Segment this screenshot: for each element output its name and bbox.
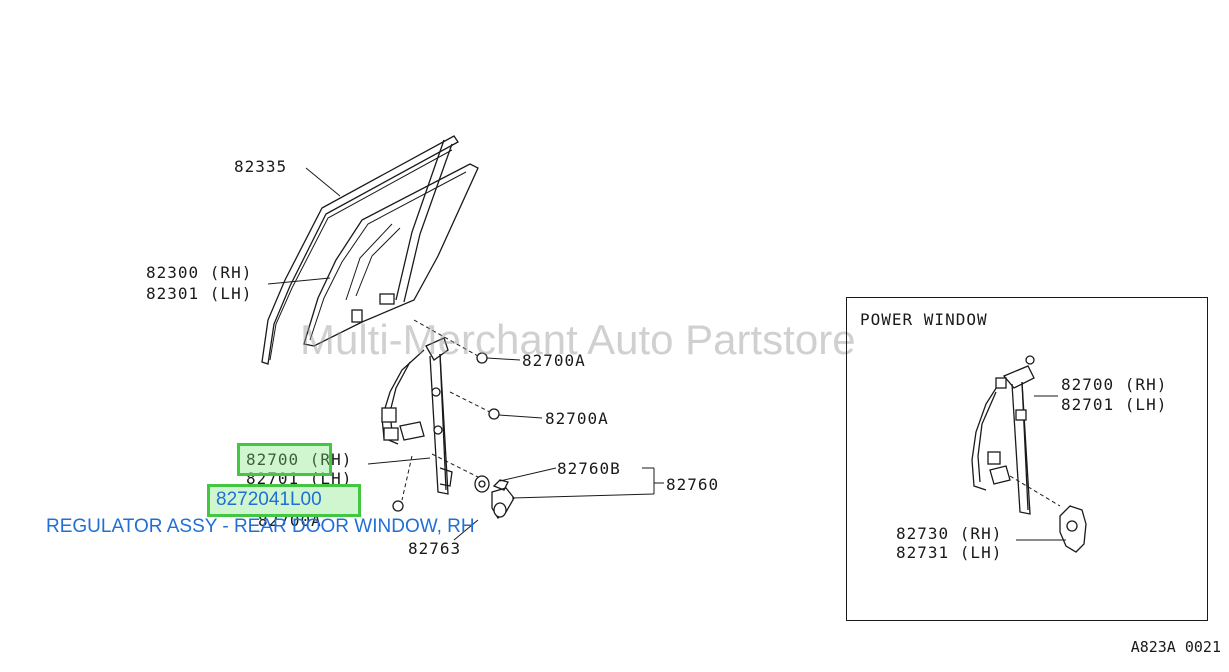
bolt-middle: [449, 391, 543, 420]
door-glass: [303, 163, 479, 347]
inset-frame: POWER WINDOW: [846, 297, 1208, 621]
inset-callout-motor-rh: 82730 (RH): [896, 524, 1002, 543]
inset-callout-motor-lh: 82731 (LH): [896, 543, 1002, 562]
part-number-link[interactable]: 8272041L00: [216, 489, 322, 510]
highlight-regulator-callout[interactable]: [237, 443, 332, 476]
window-regulator: [381, 337, 453, 495]
inset-callout-regulator-rh: 82700 (RH): [1061, 375, 1167, 394]
callout-handle: 82760: [666, 475, 719, 494]
diagram-code: A823A 0021: [1130, 638, 1221, 656]
glass-leader: [267, 277, 331, 285]
regulator-leader: [367, 457, 431, 465]
callout-bolt-upper: 82700A: [522, 351, 586, 370]
callout-washer: 82763: [408, 539, 461, 558]
part-number-highlight[interactable]: [207, 484, 361, 517]
inset-title: POWER WINDOW: [860, 310, 988, 329]
bolt-upper: [413, 319, 521, 364]
glass-run-leader: [305, 167, 341, 197]
callout-regulator-rh: 82700 (RH): [246, 450, 352, 469]
inset-power-window-regulator: [971, 355, 1087, 553]
glass-run-channel: [261, 135, 459, 365]
inset-callout-regulator-lh: 82701 (LH): [1061, 395, 1167, 414]
callout-glass-run: 82335: [234, 157, 287, 176]
bolt-lower: [392, 455, 413, 512]
callout-bolt-middle: 82700A: [545, 409, 609, 428]
callout-handle-b: 82760B: [557, 459, 621, 478]
callout-glass-rh: 82300 (RH): [146, 263, 252, 282]
callout-glass-lh: 82301 (LH): [146, 284, 252, 303]
part-description: REGULATOR ASSY - REAR DOOR WINDOW, RH: [46, 516, 475, 537]
handle-assembly: [431, 453, 664, 541]
